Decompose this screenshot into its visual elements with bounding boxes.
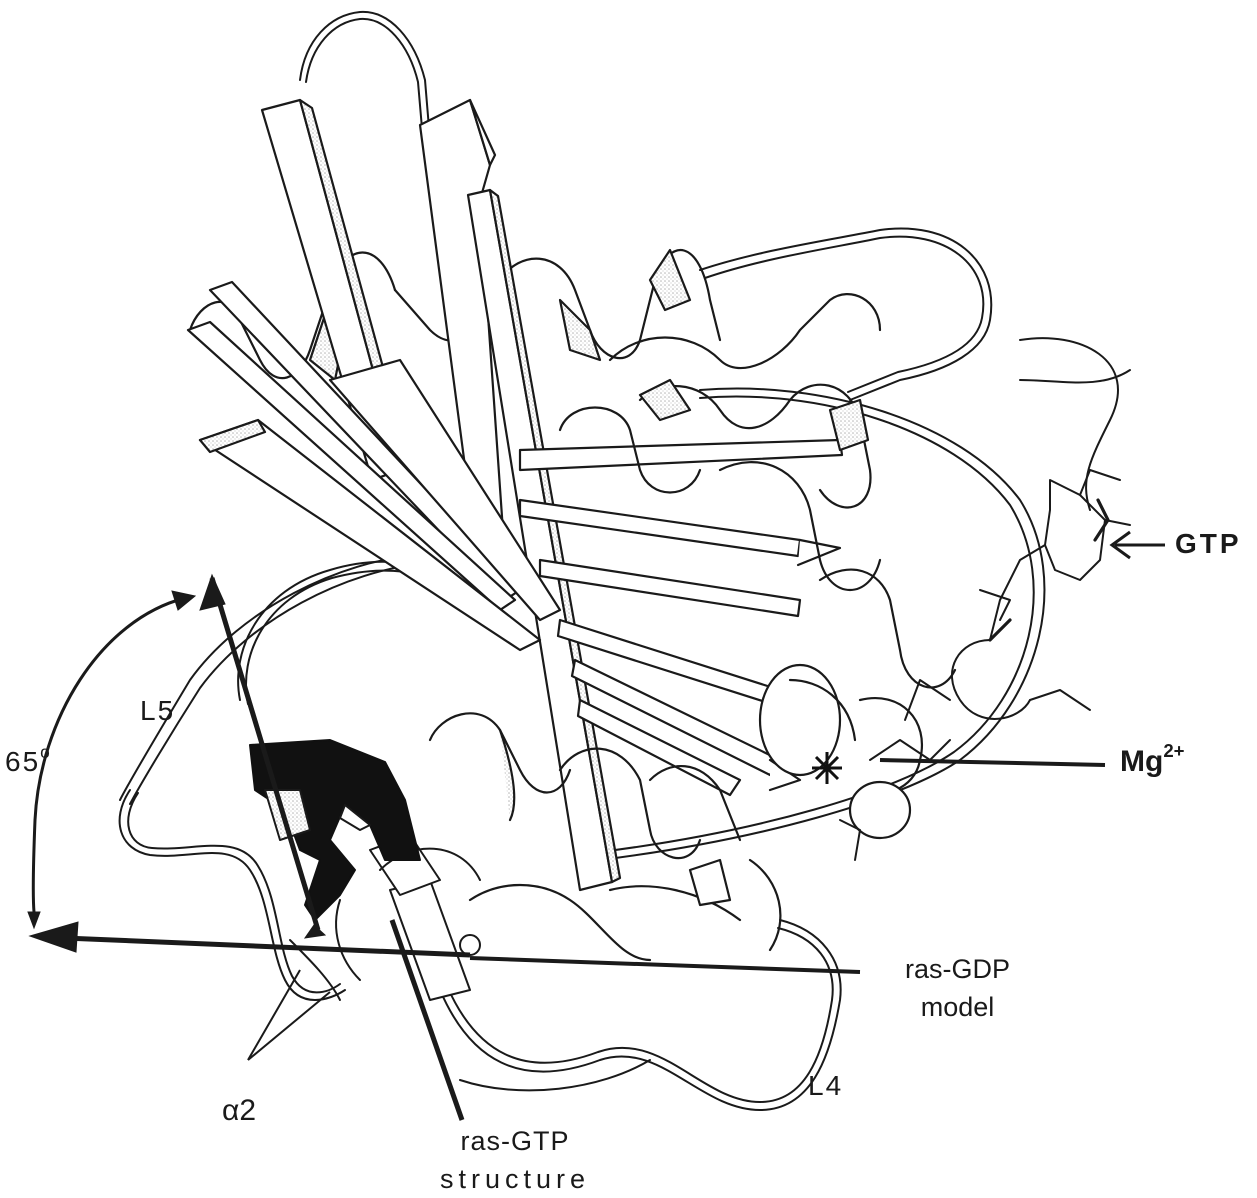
horizontal-axis-arrowhead: [30, 922, 78, 952]
ras-gtp-line1: ras-GTP: [440, 1122, 590, 1160]
l4-label: L4: [808, 1070, 843, 1102]
angle-label: 65o: [5, 742, 52, 778]
mg-label-base: Mg: [1120, 745, 1163, 778]
gdp-leader: [470, 958, 860, 972]
alpha2-leader-1: [248, 992, 330, 1060]
ras-gdp-label: ras-GDP model: [905, 950, 1010, 1026]
mg-leader: [880, 760, 1105, 765]
alpha2-leader-2: [248, 970, 300, 1060]
angle-unit: o: [40, 742, 52, 762]
mg-label: Mg2+: [1120, 740, 1185, 779]
l5-label: L5: [140, 695, 175, 727]
ras-gdp-line2: model: [905, 988, 1010, 1026]
mg-label-charge: 2+: [1163, 740, 1184, 761]
gtp-label: GTP: [1175, 528, 1242, 560]
ras-gdp-line1: ras-GDP: [905, 950, 1010, 988]
ras-gtp-line2: structure: [440, 1160, 590, 1198]
horizontal-axis: [40, 937, 470, 955]
mg-ion-star: [812, 752, 842, 784]
ras-gtp-label: ras-GTP structure: [440, 1122, 590, 1198]
angle-arc: [33, 598, 185, 912]
gdp-axis-arrowhead: [200, 575, 225, 610]
angle-value: 65: [5, 746, 40, 777]
alpha2-label: α2: [222, 1094, 256, 1128]
